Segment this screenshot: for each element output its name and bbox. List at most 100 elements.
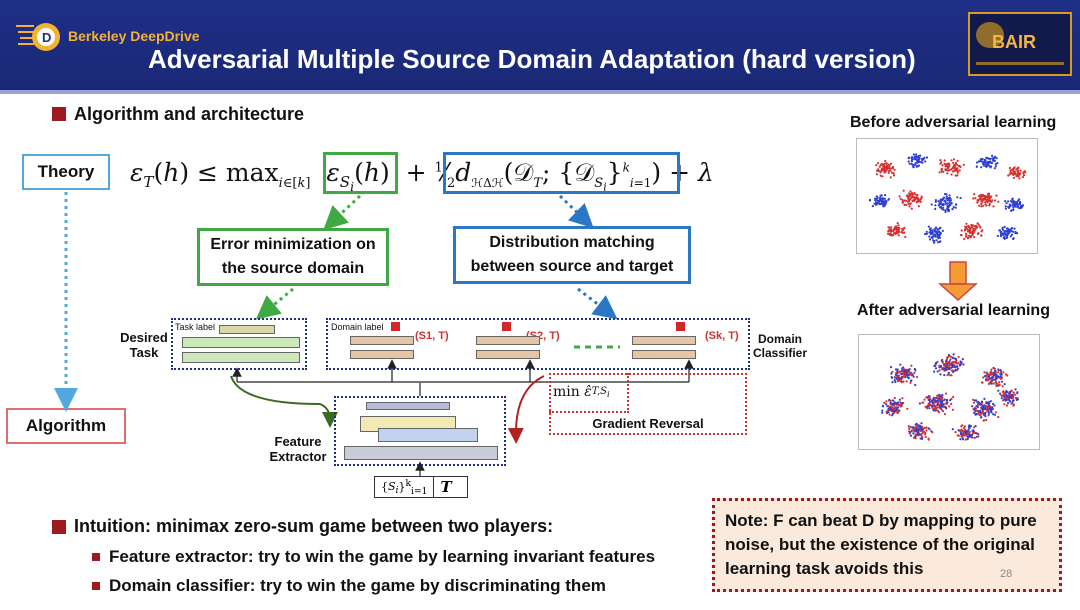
scatter-dot <box>967 224 970 227</box>
scatter-dot <box>939 240 942 243</box>
scatter-dot <box>948 203 951 206</box>
scatter-dot <box>997 369 1000 372</box>
before-tsne-title: Before adversarial learning <box>850 114 1057 131</box>
scatter-dot <box>992 382 995 385</box>
scatter-dot <box>906 371 909 375</box>
scatter-dot <box>928 231 931 234</box>
scatter-dot <box>999 377 1002 380</box>
scatter-dot <box>954 365 957 368</box>
scatter-dot <box>992 375 995 378</box>
scatter-dot <box>952 353 955 356</box>
scatter-dot <box>884 159 887 163</box>
scatter-dot <box>878 203 882 206</box>
scatter-dot <box>894 380 897 384</box>
scatter-dot <box>952 360 955 363</box>
scatter-dot <box>943 159 946 162</box>
scatter-dot <box>910 429 914 432</box>
scatter-dot <box>980 195 983 198</box>
feature-layer-mid2 <box>378 428 478 442</box>
scatter-dot <box>948 367 951 370</box>
scatter-dot <box>942 208 945 211</box>
scatter-dot <box>937 241 940 244</box>
feature-layer-bottom <box>344 446 498 460</box>
header-divider <box>0 90 1080 94</box>
scatter-dot <box>1010 209 1013 212</box>
scatter-dot <box>981 158 984 161</box>
scatter-dot <box>1010 402 1013 405</box>
domain-layer <box>476 336 540 345</box>
scatter-dot <box>946 172 949 175</box>
scatter-dot <box>1022 174 1026 177</box>
scatter-dot <box>984 159 987 162</box>
scatter-dot <box>915 201 918 204</box>
scatter-dot <box>943 196 946 199</box>
scatter-dot <box>943 374 946 377</box>
scatter-dot <box>909 434 913 437</box>
scatter-dot <box>892 399 895 402</box>
scatter-dot <box>887 171 890 174</box>
scatter-dot <box>921 161 924 164</box>
scatter-dot <box>926 405 929 408</box>
scatter-dot <box>998 384 1001 387</box>
scatter-dot <box>1009 235 1012 238</box>
scatter-dot <box>876 199 879 202</box>
scatter-dot <box>917 424 920 427</box>
scatter-dot <box>992 371 995 374</box>
scatter-dot <box>975 405 978 408</box>
scatter-dot <box>925 232 928 235</box>
scatter-dot <box>948 201 951 204</box>
scatter-dot <box>885 403 888 406</box>
scatter-dot <box>946 374 949 377</box>
scatter-dot <box>915 193 918 196</box>
divergence-highlight <box>443 152 680 194</box>
scatter-dot <box>989 157 992 160</box>
scatter-dot <box>946 202 949 205</box>
scatter-dot <box>1007 200 1010 203</box>
scatter-dot <box>982 204 985 207</box>
berkeley-deepdrive-logo-icon: D <box>16 16 62 58</box>
scatter-dot <box>941 360 944 363</box>
scatter-dot <box>935 409 938 412</box>
scatter-dot <box>983 195 987 198</box>
scatter-dot <box>894 368 898 371</box>
note-box: Note: F can beat D by mapping to pure no… <box>712 498 1062 592</box>
scatter-dot <box>950 173 953 176</box>
scatter-dot <box>915 375 919 379</box>
scatter-dot <box>978 204 981 207</box>
scatter-dot <box>914 433 917 436</box>
scatter-dot <box>939 232 942 235</box>
scatter-dot <box>998 229 1001 232</box>
scatter-dot <box>960 229 963 232</box>
scatter-dot <box>998 381 1001 384</box>
scatter-dot <box>908 425 911 428</box>
scatter-dot <box>1019 169 1022 172</box>
scatter-dot <box>922 430 925 433</box>
scatter-dot <box>903 203 906 207</box>
scatter-dot <box>934 367 938 370</box>
scatter-dot <box>985 199 988 202</box>
scatter-dot <box>952 161 955 164</box>
scatter-dot <box>1000 397 1003 400</box>
scatter-dot <box>1018 177 1021 180</box>
gradient-reversal-label: Gradient Reversal <box>592 416 704 431</box>
scatter-dot <box>966 438 969 441</box>
scatter-dot <box>877 170 881 173</box>
scatter-dot <box>893 410 896 413</box>
sub-bullet-square <box>92 553 100 561</box>
scatter-dot <box>908 368 911 371</box>
scatter-dot <box>974 425 977 428</box>
scatter-dot <box>938 202 941 205</box>
scatter-dot <box>913 430 916 433</box>
scatter-dot <box>950 159 953 162</box>
scatter-dot <box>901 201 904 204</box>
scatter-dot <box>960 435 963 438</box>
scatter-dot <box>946 356 949 359</box>
scatter-dot <box>912 193 915 196</box>
scatter-dot <box>1018 201 1021 204</box>
scatter-dot <box>986 375 989 378</box>
scatter-dot <box>901 397 904 400</box>
scatter-dot <box>984 203 987 206</box>
task-label-vector <box>219 325 275 334</box>
scatter-dot <box>900 376 903 379</box>
scatter-dot <box>885 400 888 403</box>
